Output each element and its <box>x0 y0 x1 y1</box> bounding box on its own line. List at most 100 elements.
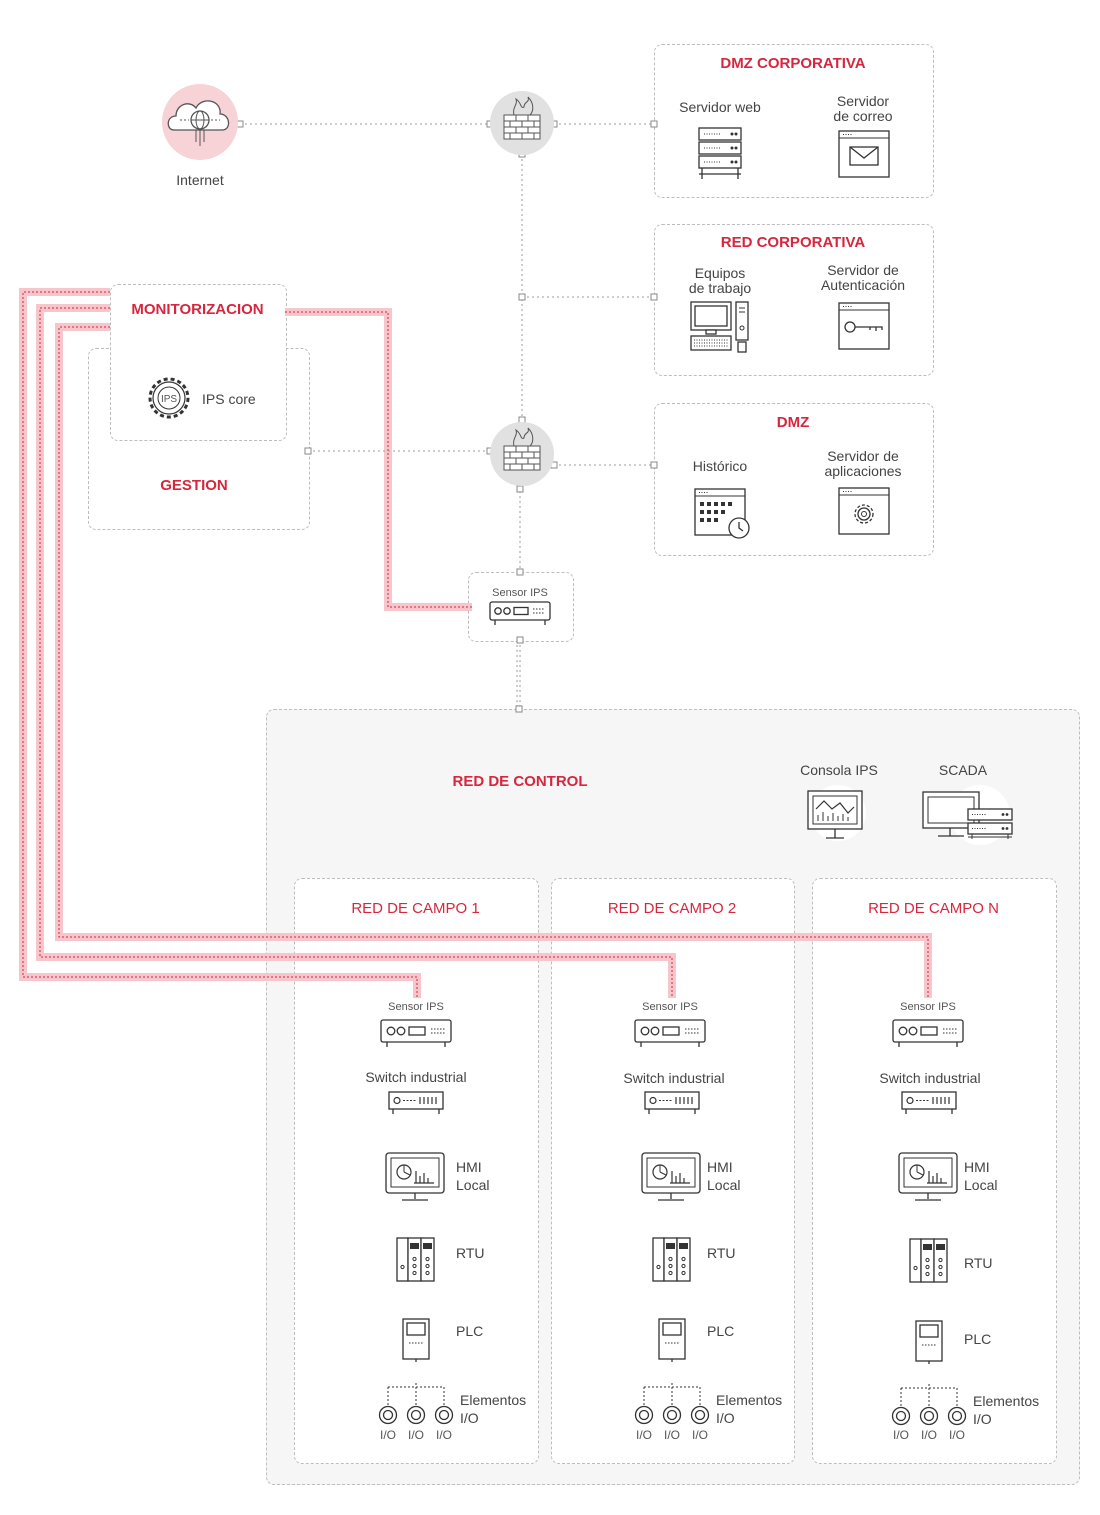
campo-2-plc-label: PLC <box>707 1323 735 1339</box>
sensor-device-icon <box>634 1019 706 1047</box>
monitor-chart-icon <box>807 785 866 841</box>
campo-n-plc-label: PLC <box>964 1331 992 1347</box>
switch-icon <box>388 1091 444 1114</box>
autenticacion-label-2: Autenticación <box>820 277 906 293</box>
campo-2-elementos-label-1: Elementos <box>716 1392 783 1408</box>
switch-icon <box>901 1091 957 1114</box>
campo-n-io-label-2: I/O <box>920 1428 937 1442</box>
rtu-icon <box>396 1237 435 1282</box>
campo-2-sensor-label: Sensor IPS <box>642 1001 698 1013</box>
campo-2-io-label-1: I/O <box>635 1428 652 1442</box>
campo-2-rtu-label: RTU <box>707 1245 736 1261</box>
io-element-icon <box>634 1405 654 1425</box>
campo-2-io-label-3: I/O <box>691 1428 708 1442</box>
campo-1-hmi-label-2: Local <box>456 1177 490 1193</box>
hmi-icon <box>385 1152 445 1201</box>
sensor-device-icon <box>489 601 551 625</box>
ips-badge: IPS <box>160 394 178 405</box>
ips-gear-icon <box>148 377 190 419</box>
server-rack-icon <box>698 127 742 179</box>
consola-ips-label: Consola IPS <box>800 762 878 778</box>
campo-1-io-label-2: I/O <box>407 1428 424 1442</box>
io-element-icon <box>434 1405 454 1425</box>
io-element-icon <box>378 1405 398 1425</box>
gear-window-icon <box>838 487 890 535</box>
aplicaciones-label-1: Servidor de <box>827 448 899 464</box>
hmi-icon <box>898 1152 958 1201</box>
io-branch-lines <box>643 1383 701 1405</box>
sensor-device-icon <box>892 1019 964 1047</box>
campo-n-sensor-label: Sensor IPS <box>900 1001 956 1013</box>
dmz-title: DMZ <box>776 414 810 431</box>
campo-n-switch-label: Switch industrial <box>879 1070 981 1086</box>
monitorizacion-title: MONITORIZACION <box>131 301 264 318</box>
scada-icon <box>922 785 1013 845</box>
campo-1-io-label-3: I/O <box>435 1428 452 1442</box>
plc-icon <box>402 1318 430 1362</box>
red-control-title: RED DE CONTROL <box>452 773 588 790</box>
rtu-icon <box>652 1237 691 1282</box>
servidor-correo-label-1: Servidor <box>836 93 890 109</box>
campo-1-rtu-label: RTU <box>456 1245 485 1261</box>
gestion-title: GESTION <box>160 477 228 494</box>
servidor-web-label: Servidor web <box>679 99 761 115</box>
ips-core-label: IPS core <box>202 391 256 407</box>
io-element-icon <box>919 1406 939 1426</box>
io-branch-lines <box>900 1384 958 1406</box>
campo-1-plc-label: PLC <box>456 1323 484 1339</box>
scada-label: SCADA <box>938 762 988 778</box>
campo-2-elementos-label-2: I/O <box>716 1410 735 1426</box>
equipos-label-1: Equipos <box>694 265 746 281</box>
io-element-icon <box>690 1405 710 1425</box>
io-element-icon <box>891 1406 911 1426</box>
campo-2-hmi-label-1: HMI <box>707 1159 733 1175</box>
firewall-icon <box>503 427 541 471</box>
rtu-icon <box>909 1238 948 1283</box>
firewall-icon <box>503 96 541 140</box>
campo-n-io-label-3: I/O <box>948 1428 965 1442</box>
campo-n-hmi-label-2: Local <box>964 1177 998 1193</box>
aplicaciones-label-2: aplicaciones <box>824 463 902 479</box>
campo-2-switch-label: Switch industrial <box>623 1070 725 1086</box>
campo-n-hmi-label-1: HMI <box>964 1159 990 1175</box>
campo-1-io-label-1: I/O <box>379 1428 396 1442</box>
io-branch-lines <box>387 1383 445 1405</box>
plc-icon <box>658 1318 686 1362</box>
campo-n-elementos-label-2: I/O <box>973 1411 992 1427</box>
campo-2-io-label-2: I/O <box>663 1428 680 1442</box>
switch-icon <box>644 1091 700 1114</box>
campo-2-title: RED DE CAMPO 2 <box>607 900 737 917</box>
autenticacion-label-1: Servidor de <box>827 262 899 278</box>
io-element-icon <box>406 1405 426 1425</box>
sensor-ips-top-label: Sensor IPS <box>492 587 548 599</box>
monitorizacion-zone <box>110 284 287 441</box>
campo-n-io-label-1: I/O <box>892 1428 909 1442</box>
campo-n-title: RED DE CAMPO N <box>868 900 999 917</box>
historico-label: Histórico <box>692 458 748 474</box>
cloud-globe-icon <box>162 84 238 160</box>
campo-n-elementos-label-1: Elementos <box>973 1393 1040 1409</box>
key-server-icon <box>838 302 890 350</box>
internet-label: Internet <box>176 172 224 188</box>
dmz-corporativa-title: DMZ CORPORATIVA <box>720 55 866 72</box>
campo-1-elementos-label-2: I/O <box>460 1410 479 1426</box>
io-element-icon <box>947 1406 967 1426</box>
campo-1-title: RED DE CAMPO 1 <box>351 900 480 917</box>
dmz-zone <box>654 403 934 556</box>
campo-1-hmi-label-1: HMI <box>456 1159 482 1175</box>
campo-n-rtu-label: RTU <box>964 1255 993 1271</box>
firewall-middle <box>490 422 554 486</box>
io-element-icon <box>662 1405 682 1425</box>
campo-2-hmi-label-2: Local <box>707 1177 741 1193</box>
equipos-label-2: de trabajo <box>688 280 752 296</box>
mail-server-icon <box>838 130 890 178</box>
campo-1-sensor-label: Sensor IPS <box>388 1001 444 1013</box>
sensor-device-icon <box>380 1019 452 1047</box>
workstation-icon <box>690 301 749 353</box>
campo-1-switch-label: Switch industrial <box>365 1069 467 1085</box>
plc-icon <box>915 1320 943 1364</box>
firewall-top <box>490 91 554 155</box>
calendar-clock-icon <box>694 488 750 539</box>
campo-1-elementos-label-1: Elementos <box>460 1392 527 1408</box>
